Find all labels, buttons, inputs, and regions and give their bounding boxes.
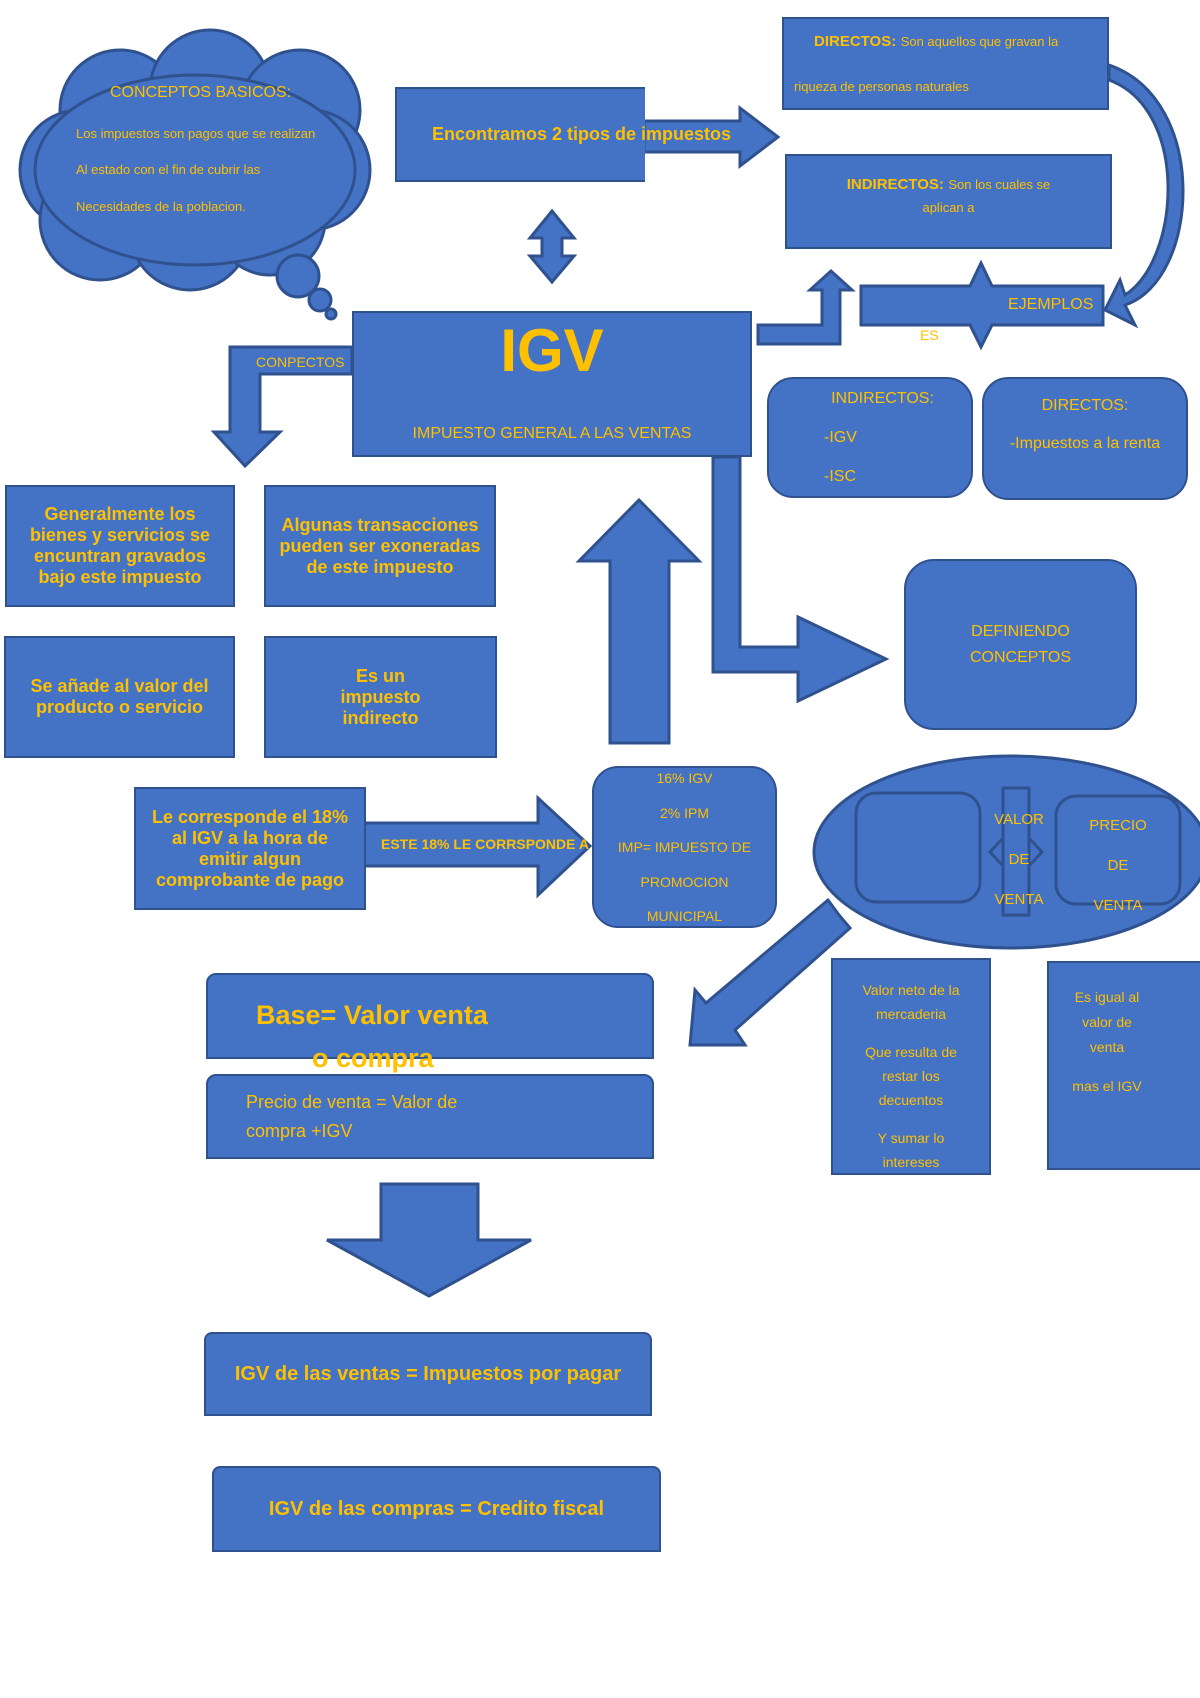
elbow-arrow-down: [210, 345, 354, 469]
concept-box: Es un impuesto indirecto: [264, 636, 497, 758]
valor-neto-text: Valor neto de la: [862, 982, 960, 998]
directos-label: DIRECTOS:: [814, 33, 897, 50]
ejemplos-shape: [859, 259, 1105, 351]
valor-venta-label: VALOR DE VENTA: [994, 800, 1044, 920]
examples-indirectos-title: INDIRECTOS:: [831, 389, 934, 407]
types-box: [395, 87, 645, 182]
examples-directos-title: DIRECTOS:: [1041, 397, 1129, 414]
concept-box: Algunas transacciones pueden ser exonera…: [264, 485, 496, 607]
big-up-arrow: [575, 497, 703, 745]
elbow-arrow-right: [711, 455, 890, 704]
double-arrow-vertical: [526, 208, 578, 285]
ejemplos-label: EJEMPLOS: [1008, 296, 1094, 313]
valor-neto-text: Que resulta de: [865, 1044, 957, 1060]
precio-venta-text: VENTA: [1093, 897, 1143, 914]
cloud-line: Los impuestos son pagos que se realizan: [76, 126, 316, 141]
precio-formula-box: Precio de venta = Valor de compra +IGV: [206, 1074, 654, 1159]
es-igual-text: venta: [1089, 1039, 1125, 1055]
rate-line: MUNICIPAL: [646, 908, 723, 924]
rate-line: IMP= IMPUESTO DE: [617, 839, 752, 855]
rate-line: PROMOCION: [640, 873, 729, 890]
right-arrow-18: [359, 794, 593, 899]
es-igual-text: mas el IGV: [1072, 1078, 1142, 1094]
igv-compras-box: IGV de las compras = Credito fiscal: [212, 1466, 661, 1552]
valor-neto-text: decuentos: [878, 1092, 944, 1108]
valor-neto-text: Y sumar lo: [877, 1130, 945, 1146]
igv-ventas-box: IGV de las ventas = Impuestos por pagar: [204, 1332, 652, 1416]
diagonal-arrow: [688, 897, 853, 1047]
concept-box: Se añade al valor del producto o servici…: [4, 636, 235, 758]
inner-double-arrow: [987, 836, 1045, 868]
base-text: o compra: [312, 1043, 434, 1073]
base-box: [206, 973, 654, 1059]
rate-line: 2% IPM: [659, 804, 709, 821]
rates-box: 16% IGV 2% IPM IMP= IMPUESTO DE PROMOCIO…: [592, 766, 777, 928]
inner-narrow-rect: [1001, 786, 1031, 917]
types-label: Encontramos 2 tipos de impuestos: [432, 124, 732, 144]
precio-formula-text: Precio de venta = Valor de: [246, 1091, 458, 1112]
valor-venta-text: VALOR: [994, 811, 1044, 828]
precio-venta-label: PRECIO DE VENTA: [1056, 806, 1180, 926]
valor-venta-text: DE: [1008, 851, 1030, 868]
precio-formula-text: compra +IGV: [246, 1120, 353, 1141]
elbow-arrow-up: [756, 268, 856, 346]
es-igual-box: Es igual al valor de venta mas el IGV: [1047, 961, 1200, 1170]
cloud-shape: [18, 28, 372, 321]
valor-neto-box: Valor neto de la mercaderia Que resulta …: [831, 958, 991, 1175]
indirectos-box: INDIRECTOS: Son los cuales se aplican a: [785, 154, 1112, 249]
example-item: -IGV: [824, 428, 857, 446]
es-igual-text: Es igual al: [1074, 989, 1140, 1005]
indirectos-label: INDIRECTOS:: [846, 176, 944, 193]
definiendo-text: CONCEPTOS: [969, 648, 1072, 666]
down-arrow: [326, 1182, 532, 1298]
directos-text: riqueza de personas naturales: [794, 79, 969, 94]
igv-box: IGV IMPUESTO GENERAL A LAS VENTAS: [352, 311, 752, 457]
conpectos-label: CONPECTOS: [256, 354, 345, 370]
directos-text: Son aquellos que gravan la: [900, 34, 1059, 49]
precio-venta-text: PRECIO: [1089, 817, 1147, 834]
indirectos-text: aplican a: [922, 200, 975, 215]
concept-box: Generalmente los bienes y servicios se e…: [5, 485, 235, 607]
definiendo-text: DEFINIENDO: [971, 622, 1070, 640]
corresponde-box: Le corresponde el 18% al IGV a la hora d…: [134, 787, 366, 910]
inner-rounded-rect: [854, 791, 982, 904]
right-arrow: [642, 104, 781, 170]
directos-box: DIRECTOS: Son aquellos que gravan la riq…: [782, 17, 1109, 110]
valor-neto-text: intereses: [882, 1154, 940, 1170]
igv-title: IGV: [500, 317, 604, 384]
es-igual-text: valor de: [1082, 1014, 1132, 1030]
rate-line: 16% IGV: [656, 770, 713, 786]
cloud-line: Al estado con el fin de cubrir las: [76, 162, 261, 177]
example-item: -ISC: [824, 467, 856, 485]
examples-indirectos-box: INDIRECTOS: -IGV -ISC: [767, 377, 973, 498]
igv-subtitle: IMPUESTO GENERAL A LAS VENTAS: [412, 425, 692, 442]
valor-neto-text: mercaderia: [875, 1006, 947, 1022]
arrow-label: ESTE 18% LE CORRSPONDE A: [381, 836, 589, 852]
cloud-line: Necesidades de la poblacion.: [76, 199, 246, 214]
valor-neto-text: restar los: [882, 1068, 940, 1084]
example-item: -Impuestos a la renta: [1009, 435, 1161, 452]
definiendo-box: DEFINIENDO CONCEPTOS: [904, 559, 1137, 730]
cloud-title: CONCEPTOS BASICOS:: [110, 84, 292, 101]
es-label: ES: [920, 327, 939, 343]
valor-venta-text: VENTA: [994, 891, 1044, 908]
examples-directos-box: DIRECTOS: -Impuestos a la renta: [982, 377, 1188, 500]
base-text: Base= Valor venta: [256, 1000, 488, 1030]
curved-arrow: [1102, 62, 1185, 329]
inner-rounded-rect: [1054, 794, 1182, 906]
precio-venta-text: DE: [1107, 857, 1129, 874]
indirectos-text: Son los cuales se: [948, 177, 1051, 192]
